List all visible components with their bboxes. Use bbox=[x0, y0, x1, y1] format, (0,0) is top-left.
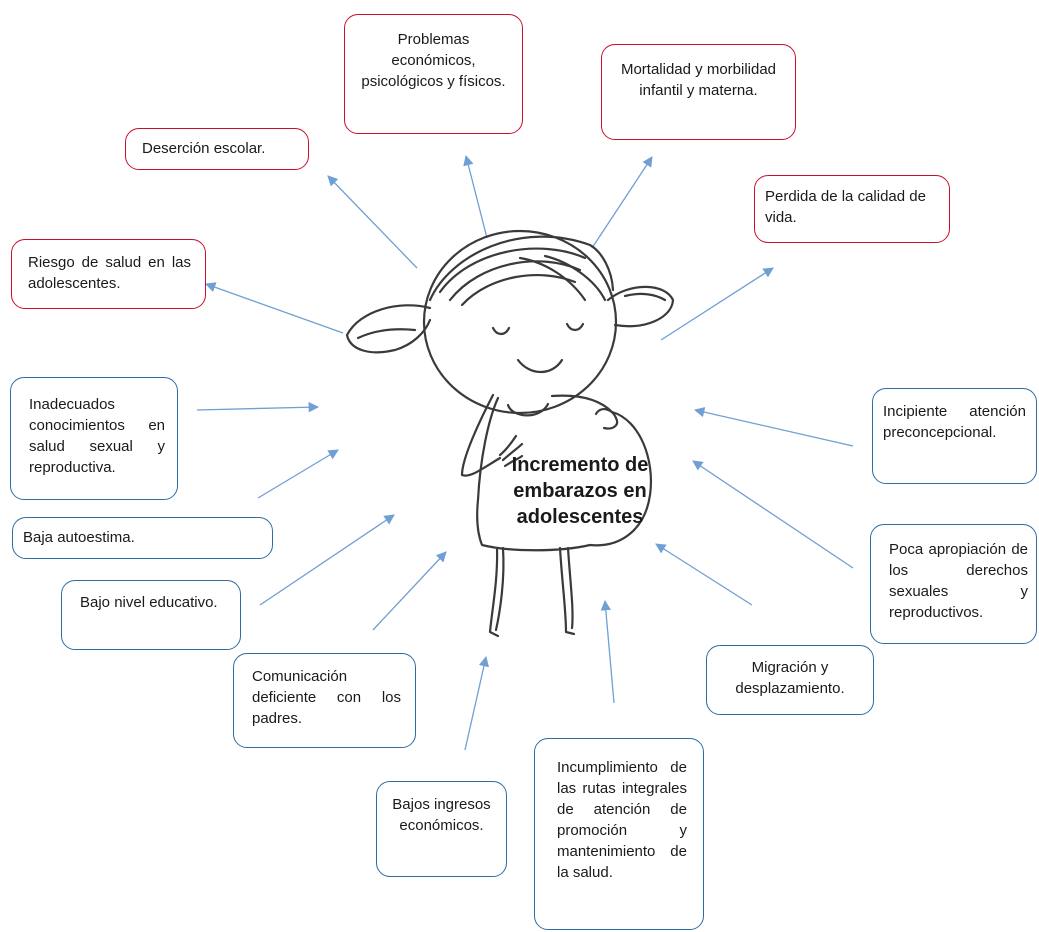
cause-box-migracion: Migración y desplazamiento. bbox=[706, 645, 874, 715]
arrow-from-comunicacion bbox=[372, 551, 447, 631]
hair bbox=[428, 235, 615, 302]
arrow-to-perdida bbox=[660, 267, 774, 341]
arrow-from-autoestima bbox=[257, 449, 339, 499]
hand bbox=[594, 408, 619, 430]
arrow-from-migracion bbox=[655, 543, 753, 606]
right-ponytail bbox=[606, 285, 675, 328]
arrow-from-preconcepcional bbox=[693, 407, 854, 447]
effect-box-problemas: Problemas económicos, psicológicos y fís… bbox=[344, 14, 523, 134]
cause-text: Baja autoestima. bbox=[23, 529, 135, 546]
cause-box-derechos: Poca apropiación de los derechos sexuale… bbox=[870, 524, 1037, 644]
cause-box-ingresos: Bajos ingresos económicos. bbox=[376, 781, 507, 877]
effect-text: Problemas económicos, psicológicos y fís… bbox=[361, 31, 506, 90]
cause-box-preconcepcional: Incipiente atención preconcepcional. bbox=[872, 388, 1037, 484]
arrow-from-educativo bbox=[259, 514, 395, 606]
cause-text: Bajos ingresos económicos. bbox=[392, 796, 491, 834]
arrow-from-inadecuados bbox=[196, 402, 320, 413]
effect-text: Mortalidad y morbilidad infantil y mater… bbox=[620, 61, 777, 99]
effect-box-riesgo: Riesgo de salud en las adolescentes. bbox=[11, 239, 206, 309]
cause-text: Incipiente atención preconcepcional. bbox=[883, 403, 1026, 441]
effect-box-perdida: Perdida de la calidad de vida. bbox=[754, 175, 950, 243]
effect-text: Perdida de la calidad de vida. bbox=[765, 188, 926, 226]
central-title: Incremento de embarazos en adolescentes bbox=[511, 454, 649, 528]
arrow-to-desercion bbox=[327, 175, 418, 269]
right-eye bbox=[565, 322, 585, 332]
cause-box-comunicacion: Comunicación deficiente con los padres. bbox=[233, 653, 416, 748]
cause-box-incumplimiento: Incumplimiento de las rutas integrales d… bbox=[534, 738, 704, 930]
cause-text: Comunicación deficiente con los padres. bbox=[252, 668, 401, 727]
cause-text: Poca apropiación de los derechos sexuale… bbox=[889, 541, 1028, 621]
cause-text: Bajo nivel educativo. bbox=[80, 594, 218, 611]
cause-text: Migración y desplazamiento. bbox=[735, 659, 845, 697]
arrow-to-problemas bbox=[463, 154, 488, 239]
cause-text: Inadecuados conocimientos en salud sexua… bbox=[29, 396, 165, 476]
cause-text: Incumplimiento de las rutas integrales d… bbox=[557, 759, 687, 881]
left-ponytail bbox=[345, 304, 432, 354]
cause-box-inadecuados: Inadecuados conocimientos en salud sexua… bbox=[10, 377, 178, 500]
effect-box-desercion: Deserción escolar. bbox=[125, 128, 309, 170]
head bbox=[422, 229, 618, 415]
cause-box-educativo: Bajo nivel educativo. bbox=[61, 580, 241, 650]
effect-text: Riesgo de salud en las adolescentes. bbox=[28, 254, 191, 292]
mouth bbox=[516, 358, 564, 374]
left-leg bbox=[488, 546, 500, 638]
arrow-to-riesgo bbox=[205, 282, 344, 334]
left-arm bbox=[460, 393, 502, 477]
cause-box-autoestima: Baja autoestima. bbox=[12, 517, 273, 559]
left-eye bbox=[491, 326, 511, 336]
effect-box-mortalidad: Mortalidad y morbilidad infantil y mater… bbox=[601, 44, 796, 140]
arrow-from-ingresos bbox=[464, 655, 490, 751]
right-leg bbox=[558, 546, 576, 636]
arrow-from-incumplimiento bbox=[600, 599, 615, 704]
effect-text: Deserción escolar. bbox=[142, 140, 266, 157]
arrow-from-derechos bbox=[692, 460, 854, 569]
arrow-to-mortalidad bbox=[591, 156, 653, 249]
